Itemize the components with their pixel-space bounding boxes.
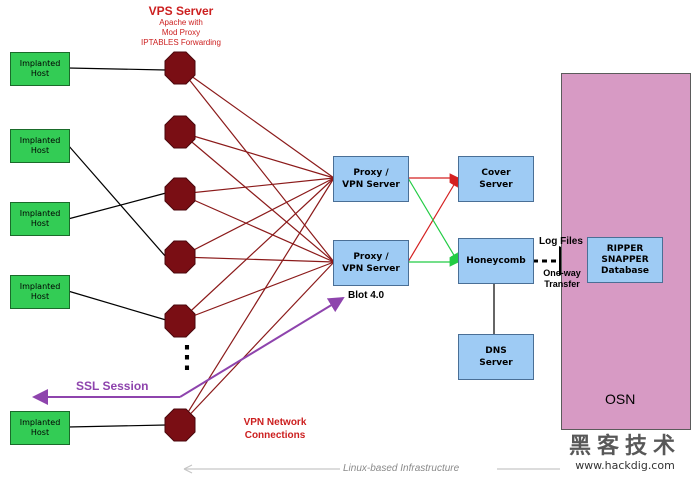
vps-node <box>164 304 196 338</box>
proxy-to-honeycomb-link <box>407 177 459 264</box>
vps-node <box>164 51 196 85</box>
vps-node <box>164 177 196 211</box>
vps-node <box>164 115 196 149</box>
implanted-host[interactable]: Implanted Host <box>10 202 70 236</box>
vps-server-title: VPS Server <box>148 4 214 18</box>
vps-nodes <box>164 51 196 442</box>
vps-server-subtitle: Apache with Mod Proxy IPTABLES Forwardin… <box>141 18 221 47</box>
host-links <box>67 67 167 428</box>
blot-label: Blot 4.0 <box>348 290 385 301</box>
host-link <box>67 67 167 71</box>
log-files-label: Log Files <box>539 236 583 247</box>
ssl-session-label: SSL Session <box>76 379 149 393</box>
ssl-session-arrow <box>179 296 345 398</box>
implanted-host[interactable]: Implanted Host <box>10 52 70 86</box>
vps-node <box>164 408 196 442</box>
vpn-links <box>179 67 335 426</box>
cover-server[interactable]: Cover Server <box>458 156 534 202</box>
one-way-transfer-label: One-way Transfer <box>543 268 581 289</box>
ripper-snapper-database[interactable]: RIPPER SNAPPER Database <box>587 237 663 283</box>
host-link <box>67 424 167 428</box>
implanted-host[interactable]: Implanted Host <box>10 275 70 309</box>
implanted-host[interactable]: Implanted Host <box>10 411 70 445</box>
dns-server[interactable]: DNS Server <box>458 334 534 380</box>
watermark-chars: 黑客技术 <box>568 433 681 459</box>
osn-label: OSN <box>605 391 636 407</box>
proxy-vpn-server[interactable]: Proxy / VPN Server <box>333 156 409 202</box>
implanted-host[interactable]: Implanted Host <box>10 129 70 163</box>
infrastructure-label: Linux-based Infrastructure <box>343 463 460 474</box>
host-link <box>67 290 167 321</box>
honeycomb-server[interactable]: Honeycomb <box>458 238 534 284</box>
watermark-url: www.hackdig.com <box>575 459 675 472</box>
host-link <box>67 192 167 220</box>
host-link <box>67 144 167 258</box>
vpn-network-connections-label: VPN Network Connections <box>243 417 307 441</box>
proxy-vpn-server[interactable]: Proxy / VPN Server <box>333 240 409 286</box>
more-nodes-ellipsis: ⋮ <box>172 341 202 374</box>
vps-node <box>164 240 196 274</box>
